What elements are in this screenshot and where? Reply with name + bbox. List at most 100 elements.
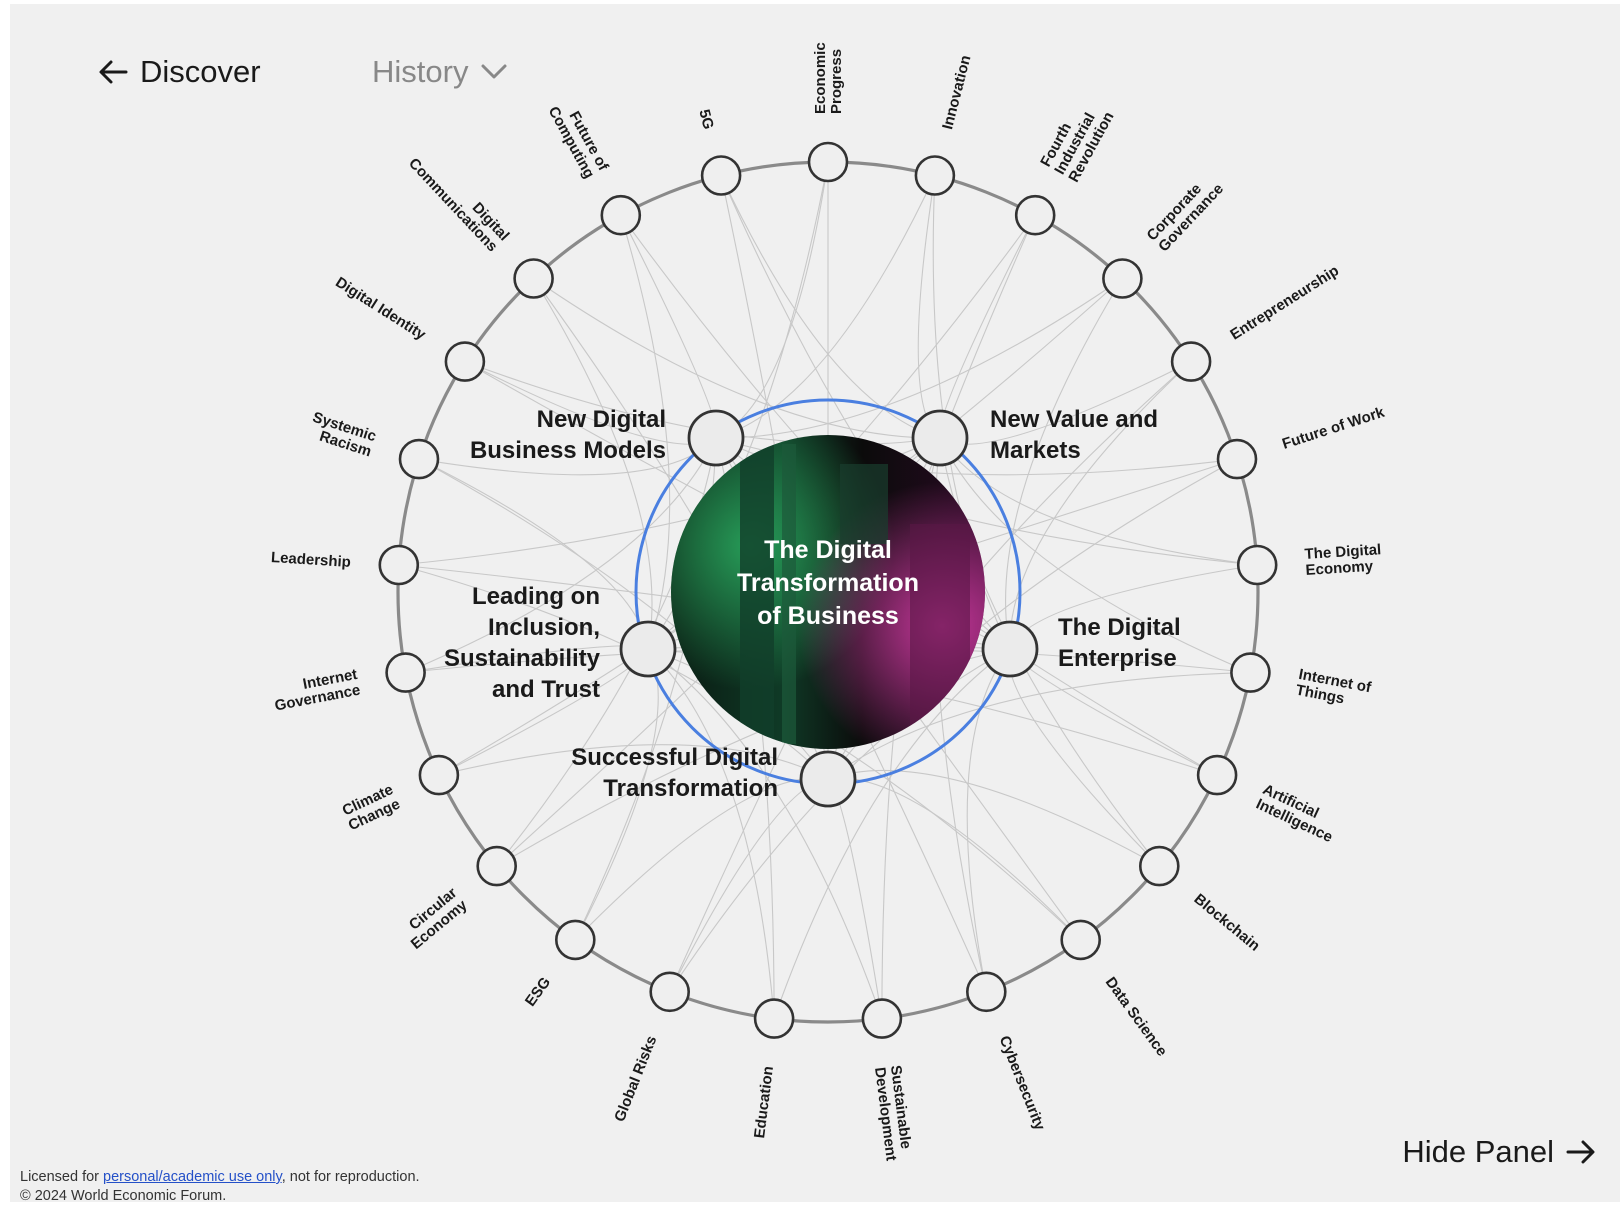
sub-topic-label: New Value and [990,406,1158,433]
sub-topic-node[interactable] [911,409,969,467]
topic-node[interactable] [554,919,596,961]
topic-label: Progress [828,49,845,114]
topic-node[interactable] [378,544,420,586]
topic-leadership[interactable]: Leadership [270,544,420,586]
topic-future-of-work[interactable]: Future of Work [1216,404,1387,480]
sub-topic-label: Leading on [472,583,600,610]
topic-label: Economic [812,42,829,114]
connection-line [405,437,717,674]
arrow-left-icon [99,60,128,84]
topic-education[interactable]: Education [751,998,795,1140]
license-link[interactable]: personal/academic use only [103,1169,282,1185]
connection-line [939,437,1258,566]
topic-node[interactable] [1196,754,1238,796]
connection-line [715,278,1123,439]
connection-line [620,215,671,650]
license-line: Licensed for personal/academic use only,… [20,1168,420,1187]
topic-node[interactable] [649,971,691,1013]
topic-node[interactable] [513,258,554,299]
topic-node[interactable] [418,754,460,796]
license-suffix: , not for reproduction. [281,1169,420,1185]
topic-node[interactable] [444,341,486,382]
hide-panel-button[interactable]: Hide Panel [1402,1134,1598,1170]
connection-line [827,777,1082,941]
topic-5g[interactable]: 5G [695,108,742,196]
sub-topic-label: Business Models [470,437,666,464]
topic-blockchain[interactable]: Blockchain [1139,845,1264,955]
topic-node[interactable] [914,155,956,196]
connection-line [533,278,941,439]
topic-node[interactable] [1170,341,1212,382]
topic-entrepreneurship[interactable]: Entrepreneurship [1170,262,1342,382]
topic-label: Blockchain [1191,891,1264,955]
topic-innovation[interactable]: Innovation [914,54,975,196]
history-dropdown[interactable]: History [372,54,508,90]
center-image [671,435,985,749]
topic-node[interactable] [476,845,518,887]
sub-topic-label: Inclusion, [488,614,600,641]
topic-cybersecurity[interactable]: Cybersecurity [965,971,1049,1134]
sub-topic-node[interactable] [619,620,677,678]
sub-topic-node[interactable] [981,620,1039,678]
topic-node[interactable] [600,194,642,236]
topic-node[interactable] [1230,652,1271,693]
connection-line [773,648,1011,1019]
connection-line [827,769,1160,867]
topic-node[interactable] [1014,194,1056,236]
connection-line [647,648,775,1019]
topic-label: 5G [695,108,716,132]
topic-esg[interactable]: ESG [522,919,596,1010]
topic-node[interactable] [1102,258,1143,299]
topic-node[interactable] [1216,438,1258,480]
sub-topic-label: Transformation [603,775,778,802]
topic-node[interactable] [1139,845,1180,887]
hide-panel-label: Hide Panel [1402,1134,1554,1169]
topic-node[interactable] [385,652,426,693]
connection-line [720,175,941,439]
topic-node[interactable] [753,998,795,1039]
topic-node[interactable] [861,998,903,1039]
topic-label: Innovation [939,54,974,132]
topic-digital-identity[interactable]: Digital Identity [332,274,486,382]
topic-node[interactable] [1236,544,1278,586]
connection-line [1009,361,1192,650]
topic-node[interactable] [398,438,440,480]
topic-node[interactable] [700,155,742,196]
topic-global-risks[interactable]: Global Risks [611,971,691,1124]
connection-line [917,175,941,439]
connection-line [647,648,883,1019]
topic-data-science[interactable]: Data Science [1060,919,1171,1060]
sub-topic-node[interactable] [799,750,857,808]
topic-label: Global Risks [611,1033,660,1124]
topic-label: Education [751,1065,777,1139]
connection-line [827,672,1251,780]
topic-node[interactable] [965,971,1007,1013]
connection-line [669,778,829,993]
back-discover-button[interactable]: Discover [98,54,261,90]
sub-topic-label: Successful Digital [571,744,778,771]
connection-line [827,778,883,1019]
sub-topic-node[interactable] [687,409,745,467]
sub-topic-label: New Digital [537,406,666,433]
topic-node[interactable] [1060,919,1101,961]
topic-node[interactable] [807,141,849,183]
